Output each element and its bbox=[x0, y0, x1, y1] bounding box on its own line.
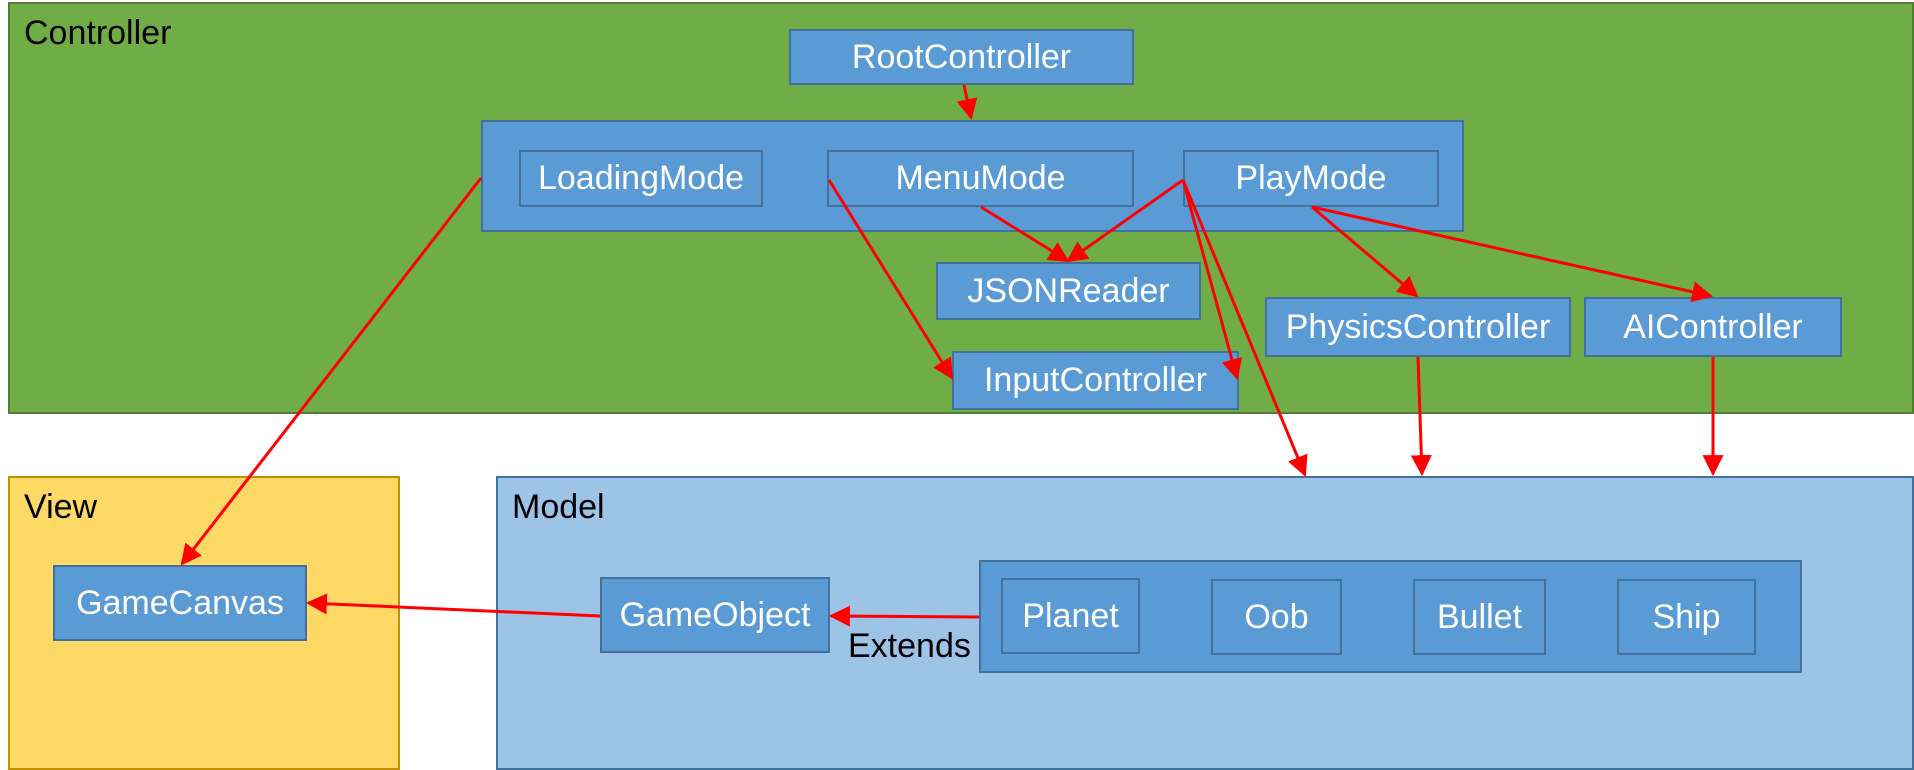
edge-playmode-to-jsonreader bbox=[1066, 178, 1184, 263]
edge-playmode-to-inputcontroller bbox=[1181, 179, 1243, 381]
game-canvas-node[interactable]: GameCanvas bbox=[53, 565, 307, 641]
physics-controller-node[interactable]: PhysicsController bbox=[1265, 297, 1571, 357]
edge-playmode-to-model bbox=[1181, 179, 1308, 477]
edge-menumode-to-inputcontroller bbox=[827, 179, 954, 380]
model-region-label: Model bbox=[512, 488, 605, 526]
ai-controller-node[interactable]: AIController bbox=[1584, 297, 1842, 357]
game-object-node[interactable]: GameObject bbox=[600, 577, 830, 653]
edge-gameobject-to-gamecanvas bbox=[305, 593, 601, 618]
controller-region-label: Controller bbox=[24, 14, 172, 52]
loading-mode-node[interactable]: LoadingMode bbox=[519, 150, 763, 207]
view-region-label: View bbox=[24, 488, 98, 526]
planet-node[interactable]: Planet bbox=[1001, 578, 1140, 654]
ship-node[interactable]: Ship bbox=[1617, 579, 1756, 655]
edge-playmode-to-aicontroller bbox=[1311, 205, 1714, 303]
oob-node[interactable]: Oob bbox=[1211, 579, 1342, 655]
bullet-node[interactable]: Bullet bbox=[1413, 579, 1546, 655]
edge-subclasses-to-gameobject bbox=[828, 605, 980, 627]
json-reader-node[interactable]: JSONReader bbox=[936, 262, 1201, 320]
edge-root-to-modes bbox=[956, 84, 978, 121]
edge-physicscontroller-to-model bbox=[1410, 356, 1432, 477]
menu-mode-node[interactable]: MenuMode bbox=[827, 150, 1134, 207]
play-mode-node[interactable]: PlayMode bbox=[1183, 150, 1439, 207]
input-controller-node[interactable]: InputController bbox=[952, 351, 1239, 410]
edge-playmode-to-physicscontroller bbox=[1311, 205, 1419, 298]
extends-label: Extends bbox=[848, 627, 971, 665]
root-controller-node[interactable]: RootController bbox=[789, 29, 1134, 85]
edge-modes-to-gamecanvas bbox=[180, 177, 483, 566]
edge-menumode-to-jsonreader bbox=[980, 205, 1070, 263]
